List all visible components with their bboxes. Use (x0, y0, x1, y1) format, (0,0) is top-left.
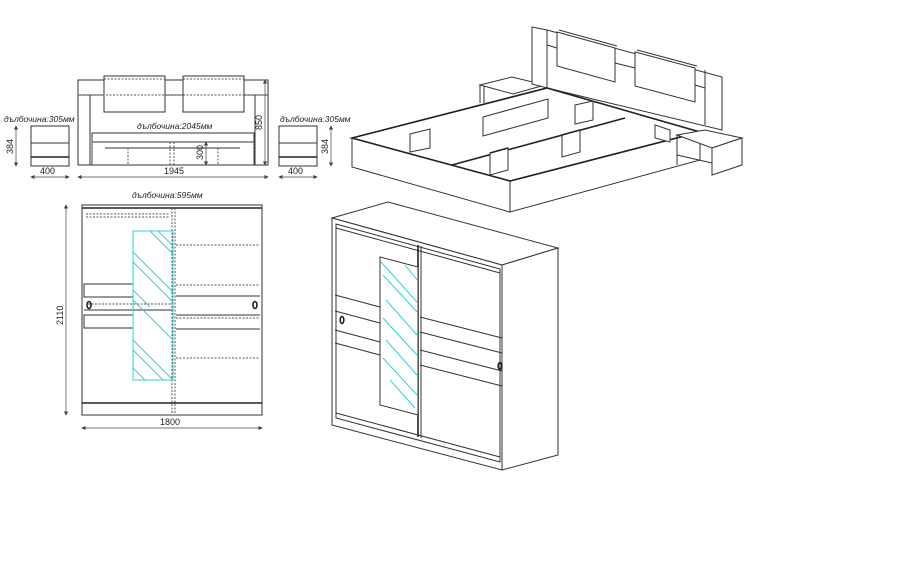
door-handle-icon (339, 315, 345, 325)
door-handle-icon (252, 300, 258, 310)
bed-height: 850 (254, 115, 264, 130)
headboard-isometric (531, 26, 723, 131)
nightstand-left-width: 400 (40, 166, 55, 176)
bed-isometric-view (348, 26, 744, 213)
bed-front-view: 300 850 1945 дълбочина:2045мм (77, 75, 269, 180)
nightstand-left-height: 384 (5, 139, 15, 154)
bed-depth: дълбочина:2045мм (137, 121, 213, 131)
nightstand-right-depth: дълбочина:305мм (280, 114, 351, 124)
wardrobe-depth: дълбочина:595мм (132, 190, 203, 200)
wardrobe-isometric-view (330, 201, 560, 471)
bed-frame-isometric (348, 87, 704, 213)
mirror-panel (132, 230, 174, 381)
nightstand-left-depth: дълбочина:305мм (4, 114, 75, 124)
nightstand-left-front-view: 384 400 дълбочина:305мм (4, 114, 75, 180)
nightstand-right-width: 400 (288, 166, 303, 176)
nightstand-left-isometric (478, 76, 547, 103)
wardrobe-width: 1800 (160, 417, 180, 427)
nightstand-right-isometric (675, 129, 744, 176)
wardrobe-height: 2110 (55, 306, 65, 325)
bed-width: 1945 (164, 166, 184, 176)
nightstand-right-height: 384 (320, 139, 330, 154)
nightstand-right-front-view: 384 400 дълбочина:305мм (278, 114, 351, 180)
door-handle-icon (86, 300, 92, 310)
wardrobe-front-view: 2110 1800 дълбочина:595мм (55, 190, 263, 431)
mirror-panel-isometric (379, 256, 419, 416)
bed-base-height: 300 (195, 145, 205, 160)
door-handle-icon (497, 361, 503, 371)
